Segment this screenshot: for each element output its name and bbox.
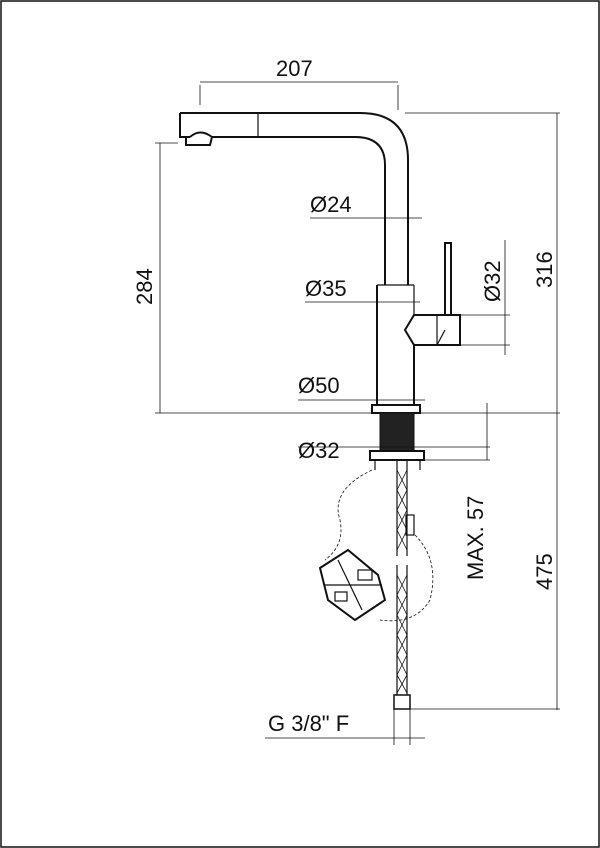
faucet-outline (179, 112, 461, 710)
dim-max-deck-thickness: MAX. 57 (463, 496, 488, 580)
dimension-lines (155, 81, 560, 745)
shank (379, 412, 415, 452)
counterweight (318, 548, 387, 622)
dim-base-diameter: Ø50 (298, 373, 340, 398)
dim-hose-length: 475 (532, 553, 557, 590)
dim-spout-height: 284 (132, 268, 157, 305)
dim-body-diameter: Ø35 (305, 276, 347, 301)
dim-spout-diameter: Ø24 (310, 192, 352, 217)
dim-spout-reach: 207 (276, 56, 313, 81)
dim-handle-diameter: Ø32 (480, 260, 505, 302)
dim-shank-diameter: Ø32 (298, 438, 340, 463)
dim-total-height: 316 (532, 251, 557, 288)
dim-connection-thread: G 3/8" F (268, 711, 349, 736)
hose-fitting (393, 694, 411, 710)
